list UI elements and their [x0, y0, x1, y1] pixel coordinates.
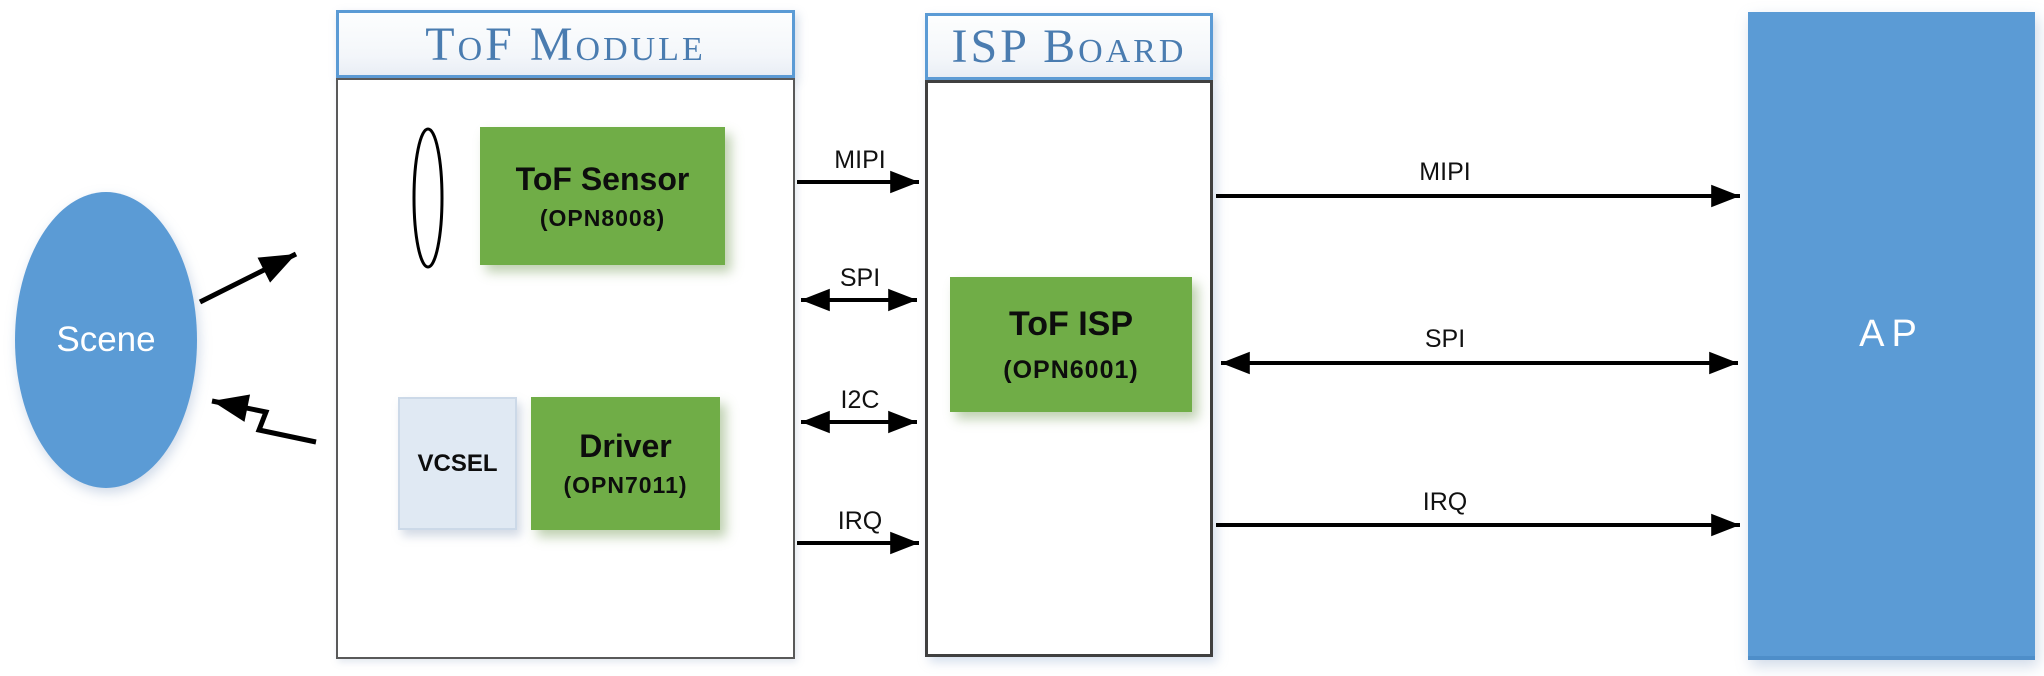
- tof-sensor-chip: ToF Sensor (OPN8008): [480, 127, 725, 265]
- ap-label: AP: [1859, 312, 1924, 355]
- vcsel-label: VCSEL: [417, 449, 498, 477]
- bus-label-irq-isp-ap: IRQ: [1422, 488, 1468, 516]
- tof-module-title: ToF Module: [425, 17, 706, 71]
- driver-part-number: (OPN7011): [563, 472, 688, 498]
- arrow-reflected-light-scene-to-module: [198, 251, 298, 305]
- scene-label: Scene: [56, 320, 156, 359]
- tof-sensor-name: ToF Sensor: [515, 160, 690, 197]
- driver-name: Driver: [579, 428, 672, 464]
- bus-label-spi-module-isp: SPI: [839, 264, 881, 292]
- isp-board-title: ISP Board: [951, 20, 1187, 73]
- driver-chip: Driver (OPN7011): [531, 397, 720, 530]
- ap-node: AP: [1748, 12, 2035, 660]
- tof-isp-chip: ToF ISP (OPN6001): [950, 277, 1192, 412]
- scene-node: Scene: [15, 192, 197, 488]
- tof-sensor-part-number: (OPN8008): [539, 204, 666, 231]
- bus-label-mipi-module-isp: MIPI: [834, 146, 886, 174]
- vcsel-box: VCSEL: [398, 397, 517, 530]
- isp-board-title-bar: ISP Board: [925, 13, 1213, 80]
- tof-module-title-bar: ToF Module: [336, 10, 795, 78]
- arrow-emitted-light-zigzag-module-to-scene: [211, 394, 317, 445]
- bus-label-mipi-isp-ap: MIPI: [1419, 158, 1471, 186]
- bus-label-irq-module-isp: IRQ: [837, 507, 883, 535]
- tof-isp-part-number: (OPN6001): [1003, 355, 1139, 384]
- tof-isp-name: ToF ISP: [1008, 304, 1134, 343]
- bus-label-spi-isp-ap: SPI: [1424, 325, 1466, 353]
- bus-label-i2c-module-isp: I2C: [840, 386, 880, 414]
